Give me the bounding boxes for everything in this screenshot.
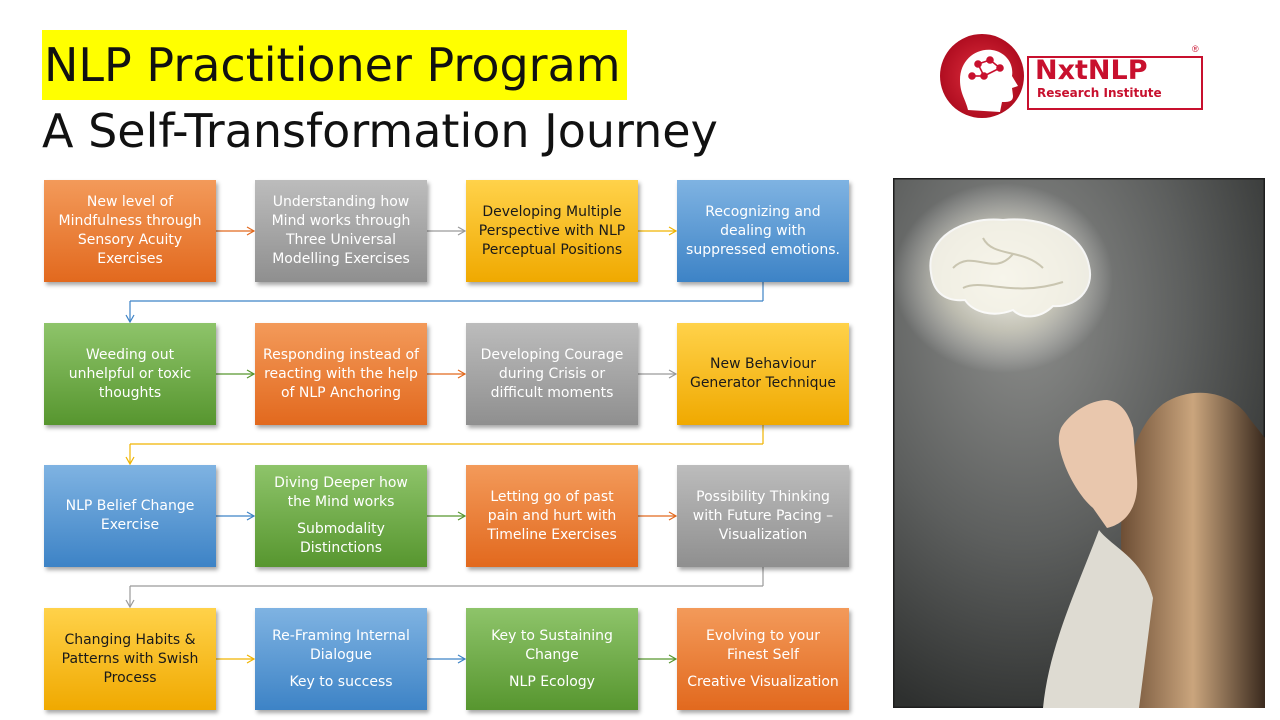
flow-step: Letting go of past pain and hurt with Ti…: [466, 465, 638, 567]
flow-step: Responding instead of reacting with the …: [255, 323, 427, 425]
flow-step: Recognizing and dealing with suppressed …: [677, 180, 849, 282]
flow-step: Possibility Thinking with Future Pacing …: [677, 465, 849, 567]
arrow-head: [246, 226, 256, 236]
arrow-head: [457, 511, 467, 521]
flow-step-label: Recognizing and dealing with suppressed …: [686, 203, 840, 258]
flow-step-label: Letting go of past pain and hurt with Ti…: [487, 488, 617, 543]
flow-step-sublabel: Submodality Distinctions: [297, 521, 385, 556]
logo-wordmark: NxtNLP Research Institute: [1027, 55, 1203, 110]
arrow-head: [457, 654, 467, 664]
registered-mark: ®: [1192, 44, 1199, 54]
flow-step-label: Developing Multiple Perspective with NLP…: [478, 203, 626, 258]
arrow-head: [125, 456, 135, 466]
flow-step: New level of Mindfulness through Sensory…: [44, 180, 216, 282]
flow-step-sublabel: Creative Visualization: [687, 673, 839, 690]
flow-step: Changing Habits & Patterns with Swish Pr…: [44, 608, 216, 710]
flow-step-label: Developing Courage during Crisis or diff…: [480, 346, 624, 401]
arrow-head: [668, 369, 678, 379]
flow-step-label: Re-Framing Internal Dialogue: [272, 627, 410, 663]
process-flow: New level of Mindfulness through Sensory…: [44, 180, 849, 710]
arrow-head: [125, 314, 135, 324]
arrow-head: [457, 369, 467, 379]
flow-step-label: Possibility Thinking with Future Pacing …: [692, 488, 834, 543]
arrow-head: [125, 599, 135, 609]
arrow-head: [246, 369, 256, 379]
flow-step-label: Changing Habits & Patterns with Swish Pr…: [61, 631, 199, 686]
arrow-head: [668, 511, 678, 521]
flow-step: Developing Courage during Crisis or diff…: [466, 323, 638, 425]
flow-step-sublabel: NLP Ecology: [509, 673, 595, 690]
flow-step-label: Key to Sustaining Change: [491, 627, 613, 663]
flow-step-label: Evolving to your Finest Self: [706, 627, 820, 663]
flow-step-label: New level of Mindfulness through Sensory…: [58, 194, 202, 267]
flow-step-sublabel: Key to success: [289, 673, 393, 690]
page-title: NLP Practitioner Program: [42, 30, 627, 100]
flow-step: Weeding out unhelpful or toxic thoughts: [44, 323, 216, 425]
arrow-head: [457, 226, 467, 236]
flow-step-label: NLP Belief Change Exercise: [65, 498, 195, 533]
arrow-head: [668, 654, 678, 664]
arrow-head: [668, 226, 678, 236]
logo-name: NxtNLP: [1035, 55, 1148, 86]
logo-tagline: Research Institute: [1037, 86, 1162, 100]
flow-step: Developing Multiple Perspective with NLP…: [466, 180, 638, 282]
flow-step-label: Weeding out unhelpful or toxic thoughts: [68, 346, 192, 401]
page-subtitle: A Self-Transformation Journey: [42, 104, 718, 158]
flow-step-label: Responding instead of reacting with the …: [263, 346, 419, 401]
flow-step-label: Diving Deeper how the Mind works: [274, 475, 408, 510]
flow-step-label: New Behaviour Generator Technique: [689, 356, 837, 391]
flow-step: New Behaviour Generator Technique: [677, 323, 849, 425]
head-logo-icon: [940, 34, 1024, 118]
arrow-head: [246, 511, 256, 521]
flow-step: Understanding how Mind works through Thr…: [255, 180, 427, 282]
flow-connectors: [125, 226, 764, 664]
girl-looking-at-brain-image: [893, 178, 1265, 708]
flow-step: NLP Belief Change Exercise: [44, 465, 216, 567]
flow-step-label: Understanding how Mind works through Thr…: [271, 194, 411, 267]
arrow-head: [246, 654, 256, 664]
